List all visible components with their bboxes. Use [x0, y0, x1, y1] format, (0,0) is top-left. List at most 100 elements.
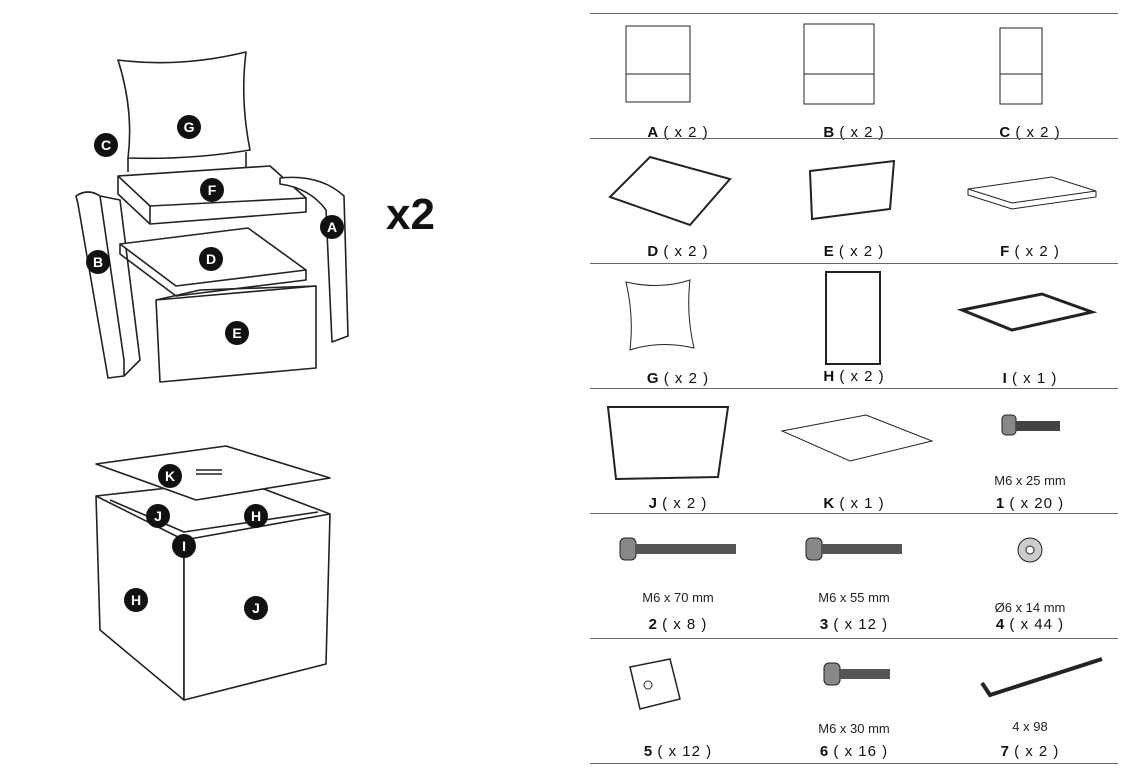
- part-cell-i: I ( x 1 ): [942, 264, 1118, 388]
- part-quantity: ( x 20 ): [1004, 495, 1065, 512]
- part-quantity: ( x 1 ): [1006, 370, 1058, 387]
- part-drawing-4: [1017, 537, 1043, 563]
- part-caption: A ( x 2 ): [590, 124, 766, 141]
- part-label: 7: [1000, 743, 1009, 760]
- part-drawing-6: [823, 662, 890, 686]
- part-quantity: ( x 2 ): [1009, 243, 1060, 260]
- parts-row: G ( x 2 )H ( x 2 )I ( x 1 ): [590, 263, 1118, 388]
- part-caption: 2 ( x 8 ): [590, 616, 766, 633]
- part-cell-h: H ( x 2 ): [766, 264, 942, 388]
- part-quantity: ( x 44 ): [1004, 616, 1065, 633]
- badge-b: B: [93, 254, 103, 270]
- part-drawing-7: [980, 657, 1103, 698]
- badge-j-2: J: [252, 600, 260, 616]
- badge-k: K: [165, 468, 175, 484]
- exploded-view-drawing: G C F A B D E K J H I H J: [75, 51, 349, 701]
- part-caption: 6 ( x 16 ): [766, 743, 942, 760]
- part-cell-k: K ( x 1 ): [766, 389, 942, 513]
- assembly-illustrations: G C F A B D E K J H I H J x2: [0, 0, 560, 772]
- part-label: I: [1002, 370, 1007, 387]
- badge-j: J: [154, 508, 162, 524]
- part-quantity: ( x 2 ): [833, 243, 885, 260]
- part-label: K: [823, 495, 835, 512]
- part-drawing-b: [803, 23, 875, 105]
- part-caption: K ( x 1 ): [766, 495, 942, 512]
- part-label: B: [823, 124, 835, 141]
- part-cell-j: J ( x 2 ): [590, 389, 766, 513]
- badge-c: C: [101, 137, 111, 153]
- part-drawing-g: [625, 279, 695, 351]
- part-label: F: [1000, 243, 1010, 260]
- part-cell-1: 1 ( x 20 ) M6 x 25 mm: [942, 389, 1118, 513]
- part-caption: B ( x 2 ): [766, 124, 942, 141]
- part-cell-2: 2 ( x 8 )M6 x 70 mm: [590, 514, 766, 638]
- part-cell-e: E ( x 2 ): [766, 139, 942, 263]
- part-caption: E ( x 2 ): [766, 243, 942, 260]
- part-cell-6: 6 ( x 16 ) M6 x 30 mm: [766, 639, 942, 763]
- part-caption: 5 ( x 12 ): [590, 743, 766, 760]
- part-label: D: [647, 243, 659, 260]
- parts-row: D ( x 2 )E ( x 2 )F ( x 2 ): [590, 138, 1118, 263]
- badge-d: D: [206, 251, 216, 267]
- part-spec: M6 x 30 mm: [818, 721, 890, 736]
- part-quantity: ( x 8 ): [656, 616, 708, 633]
- part-badges: G C F A B D E K J H I H J: [86, 115, 344, 620]
- part-label: G: [646, 370, 659, 387]
- parts-row: A ( x 2 )B ( x 2 )C ( x 2 ): [590, 13, 1118, 141]
- part-caption: 4 ( x 44 ): [942, 616, 1118, 633]
- part-quantity: ( x 2 ): [1010, 124, 1061, 141]
- part-cell-c: C ( x 2 ): [942, 14, 1118, 141]
- part-quantity: ( x 2 ): [658, 124, 709, 141]
- part-caption: H ( x 2 ): [766, 368, 942, 385]
- part-spec: M6 x 55 mm: [818, 590, 890, 605]
- part-spec: M6 x 25 mm: [994, 473, 1066, 488]
- badge-i: I: [182, 538, 186, 554]
- badge-e: E: [232, 325, 241, 341]
- badge-h: H: [251, 508, 261, 524]
- part-caption: I ( x 1 ): [942, 370, 1118, 387]
- part-quantity: ( x 2 ): [658, 243, 709, 260]
- part-cell-5: 5 ( x 12 ): [590, 639, 766, 763]
- part-label: 3: [819, 616, 829, 633]
- part-label: 4: [995, 616, 1005, 633]
- part-caption: 3 ( x 12 ): [766, 616, 942, 633]
- part-label: 1: [995, 495, 1005, 512]
- part-label: 2: [648, 616, 657, 633]
- part-label: H: [823, 368, 835, 385]
- part-drawing-d: [608, 155, 732, 227]
- parts-row: J ( x 2 )K ( x 1 ) 1 ( x 20 ) M6 x 25 mm: [590, 388, 1118, 513]
- part-drawing-c: [999, 27, 1043, 105]
- part-drawing-f: [967, 176, 1097, 210]
- part-caption: D ( x 2 ): [590, 243, 766, 260]
- badge-h-2: H: [131, 592, 141, 608]
- part-drawing-1: [1001, 414, 1060, 436]
- part-cell-7: 7 ( x 2 )4 x 98: [942, 639, 1118, 763]
- part-quantity: ( x 12 ): [652, 743, 713, 760]
- part-drawing-3: [805, 537, 902, 561]
- part-cell-d: D ( x 2 ): [590, 139, 766, 263]
- part-caption: 7 ( x 2 ): [942, 743, 1118, 760]
- part-drawing-e: [808, 159, 896, 221]
- part-quantity: ( x 2 ): [834, 368, 885, 385]
- part-quantity: ( x 16 ): [828, 743, 889, 760]
- part-cell-b: B ( x 2 ): [766, 14, 942, 141]
- badge-f: F: [208, 182, 217, 198]
- part-drawing-k: [780, 414, 934, 462]
- part-quantity: ( x 2 ): [834, 124, 885, 141]
- badge-g: G: [184, 119, 195, 135]
- part-drawing-a: [625, 25, 691, 103]
- part-label: C: [999, 124, 1011, 141]
- part-caption: G ( x 2 ): [590, 370, 766, 387]
- part-caption: C ( x 2 ): [942, 124, 1118, 141]
- part-label: 6: [819, 743, 829, 760]
- part-label: A: [647, 124, 659, 141]
- part-label: E: [823, 243, 834, 260]
- part-cell-f: F ( x 2 ): [942, 139, 1118, 263]
- part-drawing-i: [956, 292, 1098, 332]
- part-cell-3: 3 ( x 12 ) M6 x 55 mm: [766, 514, 942, 638]
- part-caption: F ( x 2 ): [942, 243, 1118, 260]
- part-cell-g: G ( x 2 ): [590, 264, 766, 388]
- part-drawing-2: [619, 537, 736, 561]
- badge-a: A: [327, 219, 337, 235]
